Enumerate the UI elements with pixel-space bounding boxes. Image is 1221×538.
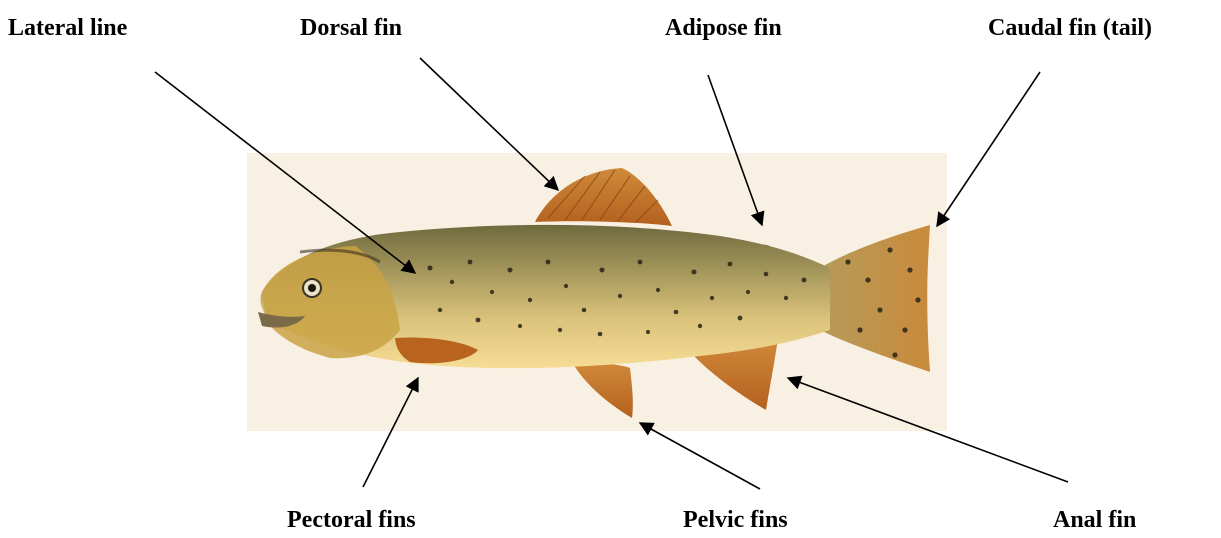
arrow-caudal-fin <box>937 72 1040 226</box>
label-lateral-line: Lateral line <box>8 15 128 41</box>
label-caudal-fin: Caudal fin (tail) <box>988 15 1152 41</box>
label-dorsal-fin: Dorsal fin <box>300 15 402 41</box>
arrow-pelvic-fins <box>640 423 760 489</box>
label-pelvic-fins: Pelvic fins <box>683 507 788 533</box>
label-pectoral-fins: Pectoral fins <box>287 507 416 533</box>
label-anal-fin: Anal fin <box>1053 507 1136 533</box>
label-adipose-fin: Adipose fin <box>665 15 782 41</box>
